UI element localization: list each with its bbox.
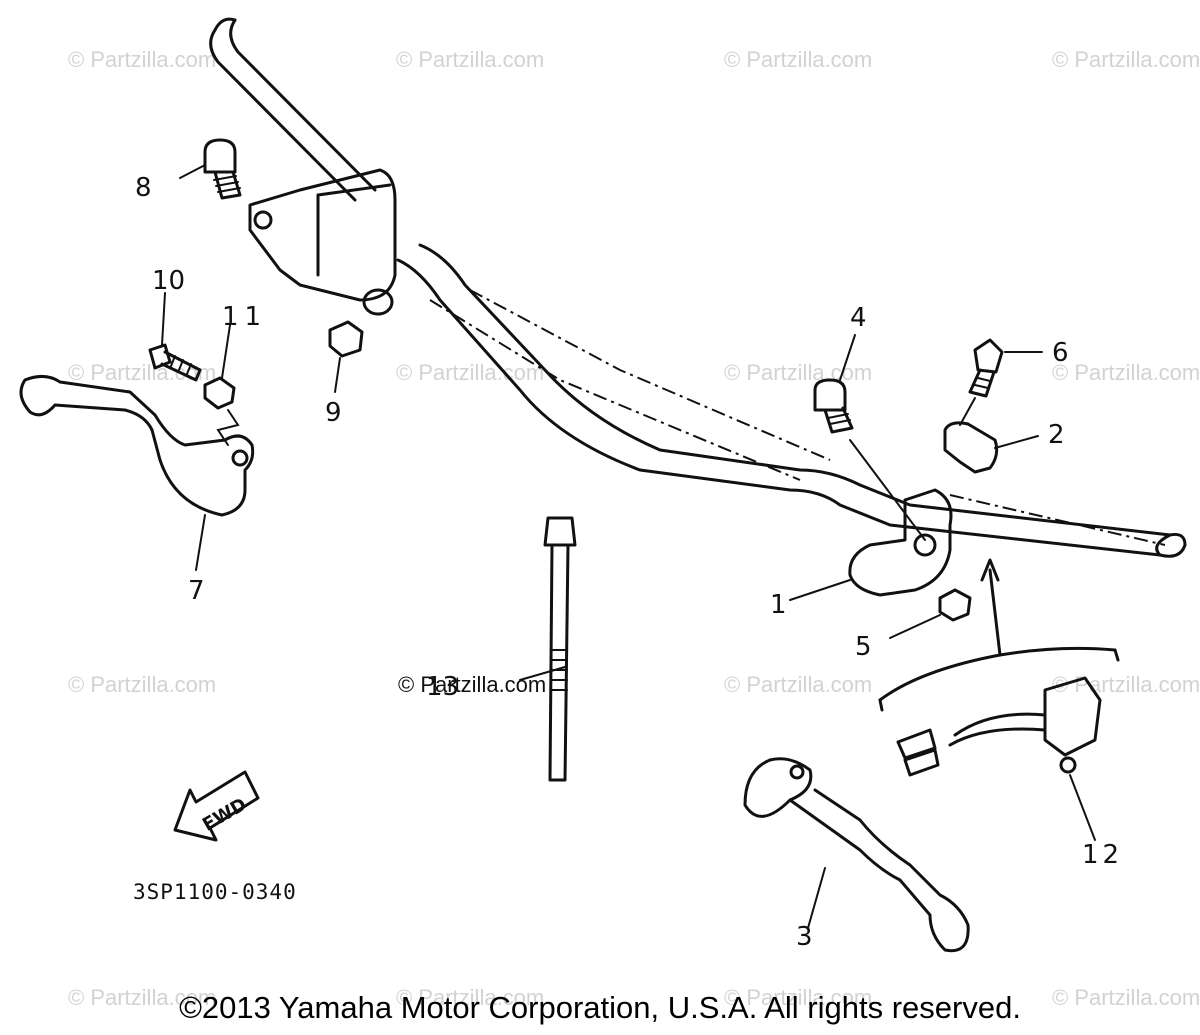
- bolt-8: [179, 138, 242, 200]
- cable-tie-13: [519, 516, 577, 782]
- diagram-code: 3SP1100-0340: [133, 880, 297, 904]
- nut-9: [328, 320, 364, 393]
- callout-2: 2: [1048, 420, 1065, 450]
- callout-13: 13: [426, 672, 460, 702]
- watermark: © Partzilla.com: [396, 360, 545, 385]
- nut-11: [203, 324, 240, 446]
- lever-7: [19, 375, 255, 571]
- bolt-6: [959, 338, 1043, 426]
- watermark: © Partzilla.com: [724, 985, 873, 1010]
- bolt-10: [148, 292, 202, 382]
- watermark: © Partzilla.com: [68, 672, 217, 697]
- bolt-4: [813, 334, 926, 541]
- watermark: © Partzilla.com: [68, 985, 217, 1010]
- watermark: © Partzilla.com: [1052, 985, 1200, 1010]
- callout-5: 5: [855, 632, 872, 662]
- watermark: © Partzilla.com: [724, 672, 873, 697]
- callout-11: 11: [222, 302, 268, 332]
- watermark: © Partzilla.com: [1052, 47, 1200, 72]
- watermark: © Partzilla.com: [724, 47, 873, 72]
- copyright-notice: ©2013 Yamaha Motor Corporation, U.S.A. A…: [179, 990, 1021, 1025]
- callout-1: 1: [770, 590, 787, 620]
- watermark-dark: © Partzilla.com: [398, 672, 547, 697]
- handlebar: [209, 17, 1187, 558]
- callout-12: 12: [1082, 840, 1124, 870]
- watermark: © Partzilla.com: [396, 47, 545, 72]
- callout-4: 4: [850, 303, 867, 333]
- fwd-arrow: FWD: [173, 770, 260, 842]
- watermark: © Partzilla.com: [396, 985, 545, 1010]
- callout-6: 6: [1052, 338, 1069, 368]
- callout-8: 8: [135, 173, 152, 203]
- master-cylinder: [248, 168, 397, 316]
- callout-7: 7: [188, 576, 205, 606]
- clamp-2: [943, 421, 1039, 474]
- callout-9: 9: [325, 398, 342, 428]
- watermark: © Partzilla.com: [724, 360, 873, 385]
- callout-3: 3: [796, 922, 813, 952]
- lever-holder-1: [789, 488, 953, 601]
- nut-5: [889, 588, 972, 639]
- watermark: © Partzilla.com: [1052, 672, 1200, 697]
- callout-10: 10: [152, 266, 186, 296]
- watermark: © Partzilla.com: [1052, 360, 1200, 385]
- switch-assembly-12: [878, 558, 1120, 841]
- lever-3: [743, 757, 970, 953]
- fwd-label: FWD: [199, 794, 250, 836]
- watermark: © Partzilla.com: [68, 47, 217, 72]
